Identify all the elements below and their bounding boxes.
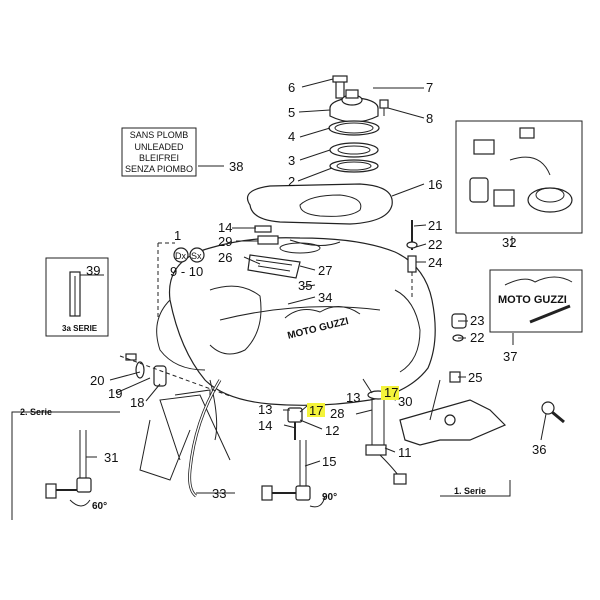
label-part-16: 16 bbox=[428, 177, 442, 192]
label-part-21: 21 bbox=[428, 218, 442, 233]
fuel-tank bbox=[139, 237, 436, 481]
label-part-33: 33 bbox=[212, 486, 226, 501]
highlight-17-left bbox=[307, 403, 325, 417]
tap-90deg bbox=[261, 440, 326, 508]
label-part-8: 8 bbox=[426, 111, 433, 126]
label-part-3: 3 bbox=[288, 153, 295, 168]
fuel-cap-assembly bbox=[328, 75, 389, 173]
label-part-36: 36 bbox=[532, 442, 546, 457]
label-part-11: 11 bbox=[398, 445, 412, 460]
dx-marker bbox=[173, 247, 189, 263]
label-part-17a: 17 bbox=[309, 403, 323, 418]
label-part-25: 25 bbox=[468, 370, 482, 385]
label-part-28: 28 bbox=[330, 406, 344, 421]
label-part-6: 6 bbox=[288, 80, 295, 95]
label-part-13b: 13 bbox=[346, 390, 360, 405]
angle-90-label: 90° bbox=[322, 492, 337, 503]
label-part-19: 19 bbox=[108, 386, 122, 401]
leader-lines bbox=[80, 78, 547, 494]
label-part-22b: 22 bbox=[470, 330, 484, 345]
rear-bracket bbox=[399, 371, 507, 446]
label-part-14a: 14 bbox=[218, 220, 232, 235]
label-part-32: 32 bbox=[502, 235, 516, 250]
label-part-27: 27 bbox=[318, 263, 332, 278]
badge-logo: MOTO GUZZI bbox=[498, 294, 567, 306]
highlight-17-right bbox=[381, 386, 399, 400]
label-part-4: 4 bbox=[288, 129, 295, 144]
lock-kit-box bbox=[455, 120, 583, 234]
label-part-9-10: 9 - 10 bbox=[170, 264, 203, 279]
label-part-14b: 14 bbox=[258, 418, 272, 433]
label-part-17b: 17 bbox=[384, 385, 398, 400]
unleaded-plate bbox=[121, 127, 197, 177]
label-part-7: 7 bbox=[426, 80, 433, 95]
series-2-label: 2. Serie bbox=[20, 407, 52, 417]
label-part-24: 24 bbox=[428, 255, 442, 270]
plate-line-1: SANS PLOMB bbox=[130, 130, 189, 140]
plate-line-4: SENZA PIOMBO bbox=[125, 164, 193, 174]
label-part-1: 1 bbox=[174, 228, 181, 243]
label-part-39: 39 bbox=[86, 263, 100, 278]
part-labels: 6 7 5 8 4 3 2 16 38 21 22 24 32 23 22 37… bbox=[86, 80, 546, 501]
dx-label: Dx bbox=[175, 251, 186, 261]
series-1-label: 1. Serie bbox=[454, 486, 486, 496]
label-part-12: 12 bbox=[325, 423, 339, 438]
tap-series-2 bbox=[45, 430, 92, 507]
label-part-5: 5 bbox=[288, 105, 295, 120]
plate-line-2: UNLEADED bbox=[134, 142, 184, 152]
label-part-18: 18 bbox=[130, 395, 144, 410]
label-part-29: 29 bbox=[218, 234, 232, 249]
label-part-38: 38 bbox=[229, 159, 243, 174]
tank-gasket-plate bbox=[246, 183, 393, 225]
badge-box bbox=[489, 269, 583, 333]
label-part-13a: 13 bbox=[258, 402, 272, 417]
label-part-26: 26 bbox=[218, 250, 232, 265]
label-part-22a: 22 bbox=[428, 237, 442, 252]
label-part-35: 35 bbox=[298, 278, 312, 293]
plate-line-3: BLEIFREI bbox=[139, 153, 179, 163]
label-part-20: 20 bbox=[90, 373, 104, 388]
angle-60-label: 60° bbox=[92, 501, 107, 512]
sx-marker bbox=[189, 247, 205, 263]
label-part-15: 15 bbox=[322, 454, 336, 469]
label-part-37: 37 bbox=[503, 349, 517, 364]
label-part-2: 2 bbox=[288, 174, 295, 189]
left-mount-parts bbox=[119, 353, 231, 397]
label-part-31: 31 bbox=[104, 450, 118, 465]
series-3a-label: 3a SERIE bbox=[62, 324, 98, 333]
label-part-23: 23 bbox=[470, 313, 484, 328]
series-3a-box bbox=[45, 257, 109, 337]
sx-label: Sx bbox=[191, 251, 202, 261]
label-part-34: 34 bbox=[318, 290, 332, 305]
label-part-30: 30 bbox=[398, 394, 412, 409]
